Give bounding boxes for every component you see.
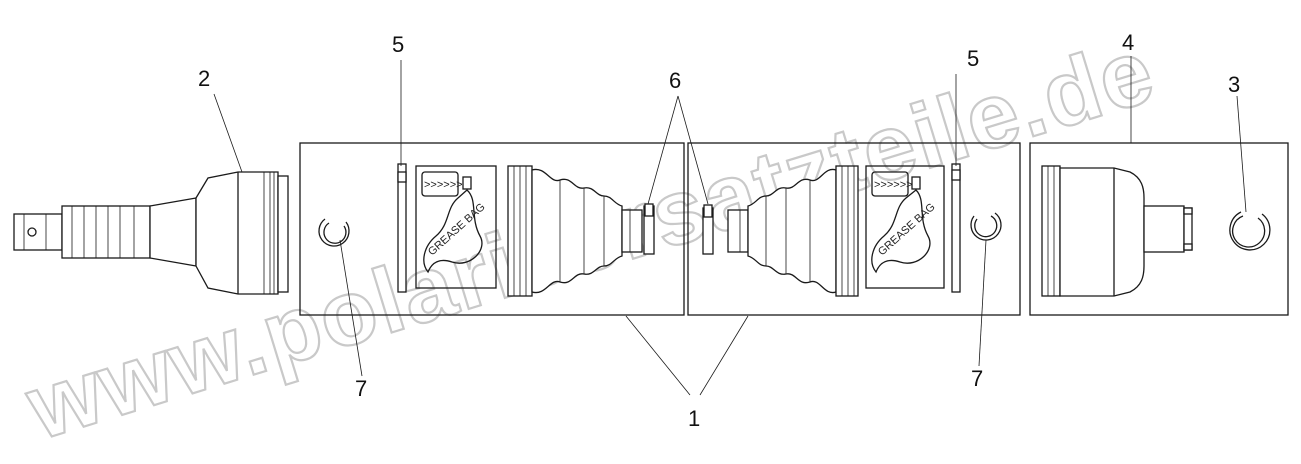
boot-clamp-large	[397, 163, 407, 293]
callout-3: 3	[1228, 72, 1240, 97]
circlip-icon	[970, 212, 1002, 241]
grease-bag	[415, 165, 497, 289]
outer-cv-joint	[13, 171, 289, 295]
grease-bag-arrows: >>>>>>	[874, 179, 913, 191]
grease-bag	[865, 165, 945, 289]
callout-5-left: 5	[392, 32, 404, 57]
callout-1: 1	[688, 406, 700, 431]
boot-clamp-large	[951, 163, 961, 293]
circlip-icon	[318, 218, 350, 247]
cv-boot-right	[727, 165, 859, 297]
grease-bag-arrows: >>>>>>	[424, 179, 463, 191]
callout-7-right: 7	[971, 366, 983, 391]
callout-4: 4	[1122, 30, 1134, 55]
callout-5-right: 5	[967, 46, 979, 71]
boot-kit-box-left: >>>>>> GREASE BAG	[299, 142, 685, 316]
inner-cv-joint-box	[1029, 142, 1289, 316]
cv-boot-left	[507, 165, 643, 297]
callout-7-left: 7	[355, 376, 367, 401]
circlip-icon	[1229, 211, 1271, 251]
callout-2: 2	[198, 66, 210, 91]
callouts: 2 5 5 6 4 3 7 7 1	[198, 30, 1240, 431]
callout-6: 6	[669, 68, 681, 93]
leader-lines	[213, 56, 1247, 396]
